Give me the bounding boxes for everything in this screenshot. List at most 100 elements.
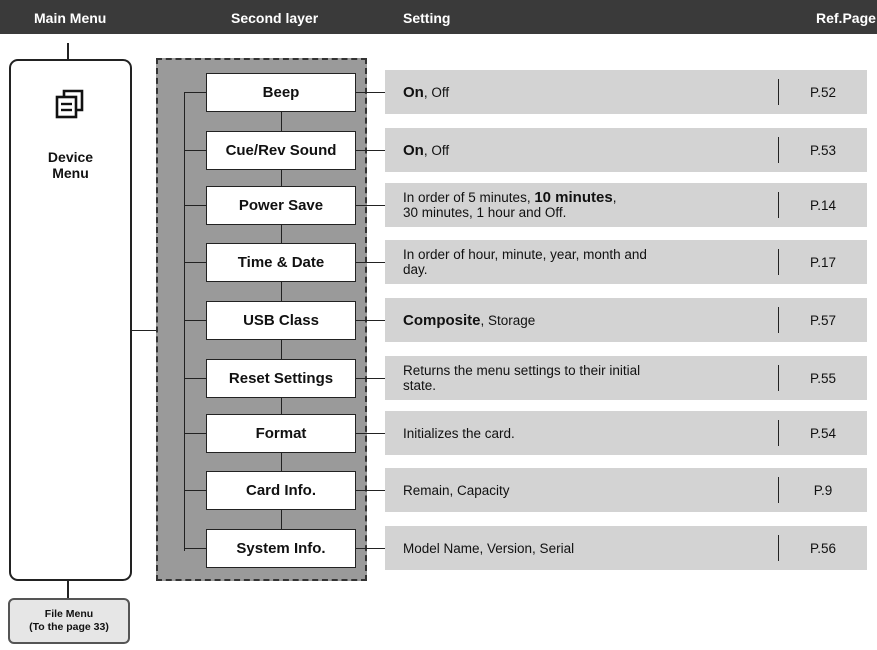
tree-branch-line <box>184 378 206 379</box>
column-separator <box>778 307 779 333</box>
setting-text: Returns the menu settings to their initi… <box>403 356 773 400</box>
setting-connector-line <box>356 378 385 379</box>
menu-item-box[interactable]: Cue/Rev Sound <box>206 131 356 170</box>
ref-page-link[interactable]: P.57 <box>809 312 837 328</box>
setting-row: Remain, Capacity P.9 <box>385 468 867 512</box>
ref-page-link[interactable]: P.54 <box>809 425 837 441</box>
tree-branch-line <box>184 548 206 549</box>
setting-text-rest: In order of hour, minute, year, month an… <box>403 247 647 277</box>
setting-text: On, Off <box>403 70 773 114</box>
setting-default-value: On <box>403 83 424 101</box>
setting-text: In order of 5 minutes, 10 minutes, 30 mi… <box>403 183 773 227</box>
setting-text: In order of hour, minute, year, month an… <box>403 240 773 284</box>
column-separator <box>778 420 779 446</box>
tree-trunk-line <box>184 93 185 551</box>
file-menu-label: File Menu <box>44 608 94 620</box>
item-link-line <box>281 453 282 471</box>
tree-branch-line <box>184 262 206 263</box>
column-separator <box>778 192 779 218</box>
ref-page-link[interactable]: P.14 <box>809 197 837 213</box>
item-link-line <box>281 170 282 186</box>
setting-row: In order of 5 minutes, 10 minutes, 30 mi… <box>385 183 867 227</box>
tree-branch-line <box>184 205 206 206</box>
setting-connector-line <box>356 150 385 151</box>
setting-row: Model Name, Version, Serial P.56 <box>385 526 867 570</box>
item-link-line <box>281 225 282 243</box>
setting-default-value: On <box>403 141 424 159</box>
ref-page-link[interactable]: P.56 <box>809 540 837 556</box>
setting-text-rest: Initializes the card. <box>403 425 515 441</box>
menu-item-box[interactable]: Power Save <box>206 186 356 225</box>
ref-page-link[interactable]: P.55 <box>809 370 837 386</box>
setting-connector-line <box>356 490 385 491</box>
item-link-line <box>281 282 282 301</box>
menu-item-box[interactable]: Reset Settings <box>206 359 356 398</box>
header-bar: Main Menu Second layer Setting Ref.Page <box>0 0 877 34</box>
tree-branch-line <box>184 320 206 321</box>
item-link-line <box>281 112 282 131</box>
setting-row: Returns the menu settings to their initi… <box>385 356 867 400</box>
header-ref-page: Ref.Page <box>816 10 876 26</box>
setting-text-rest: , Off <box>423 84 450 100</box>
ref-page-link[interactable]: P.53 <box>809 142 837 158</box>
setting-text-rest: Model Name, Version, Serial <box>403 540 575 556</box>
tree-branch-line <box>184 92 206 93</box>
tree-branch-line <box>184 433 206 434</box>
setting-connector-line <box>356 548 385 549</box>
connector-line <box>67 43 69 60</box>
setting-text-pre: In order of 5 minutes, <box>403 190 535 205</box>
menu-item-box[interactable]: USB Class <box>206 301 356 340</box>
column-separator <box>778 79 779 105</box>
setting-text-rest: , Off <box>423 142 450 158</box>
setting-row: Initializes the card. P.54 <box>385 411 867 455</box>
item-link-line <box>281 398 282 414</box>
tree-branch-line <box>184 490 206 491</box>
column-separator <box>778 137 779 163</box>
setting-row: On, Off P.52 <box>385 70 867 114</box>
column-separator <box>778 477 779 503</box>
document-menu-icon <box>55 89 84 119</box>
setting-connector-line <box>356 262 385 263</box>
header-main-menu: Main Menu <box>34 10 107 26</box>
setting-row: In order of hour, minute, year, month an… <box>385 240 867 284</box>
menu-item-box[interactable]: System Info. <box>206 529 356 568</box>
ref-page-link[interactable]: P.17 <box>809 254 837 270</box>
menu-item-box[interactable]: Card Info. <box>206 471 356 510</box>
menu-item-box[interactable]: Time & Date <box>206 243 356 282</box>
setting-connector-line <box>356 433 385 434</box>
menu-item-box[interactable]: Beep <box>206 73 356 112</box>
setting-text-rest: Returns the menu settings to their initi… <box>403 363 641 393</box>
setting-default-value: 10 minutes <box>534 189 613 206</box>
item-link-line <box>281 510 282 529</box>
header-second-layer: Second layer <box>231 10 319 26</box>
device-menu-box[interactable]: Device Menu <box>9 59 132 581</box>
setting-text: Model Name, Version, Serial <box>403 526 773 570</box>
setting-default-value: Composite <box>403 311 481 329</box>
column-separator <box>778 249 779 275</box>
setting-text-rest: , 30 minutes, 1 hour and Off. <box>403 190 617 220</box>
setting-text-rest: Remain, Capacity <box>403 482 510 498</box>
column-separator <box>778 365 779 391</box>
ref-page-link[interactable]: P.9 <box>813 482 833 498</box>
setting-text: Initializes the card. <box>403 411 773 455</box>
setting-connector-line <box>356 205 385 206</box>
setting-connector-line <box>356 92 385 93</box>
item-link-line <box>281 340 282 359</box>
file-menu-sub: (To the page 33) <box>29 621 109 633</box>
column-separator <box>778 535 779 561</box>
tree-branch-line <box>184 150 206 151</box>
device-menu-label: Device Menu <box>47 149 94 181</box>
setting-text: Remain, Capacity <box>403 468 773 512</box>
setting-connector-line <box>356 320 385 321</box>
setting-row: On, Off P.53 <box>385 128 867 172</box>
setting-text: Composite, Storage <box>403 298 773 342</box>
connector-line <box>67 578 69 599</box>
menu-item-box[interactable]: Format <box>206 414 356 453</box>
file-menu-box[interactable]: File Menu (To the page 33) <box>8 598 130 644</box>
setting-text-rest: , Storage <box>480 312 536 328</box>
connector-line <box>128 330 157 331</box>
header-setting: Setting <box>403 10 451 26</box>
setting-row: Composite, Storage P.57 <box>385 298 867 342</box>
ref-page-link[interactable]: P.52 <box>809 84 837 100</box>
setting-text: On, Off <box>403 128 773 172</box>
